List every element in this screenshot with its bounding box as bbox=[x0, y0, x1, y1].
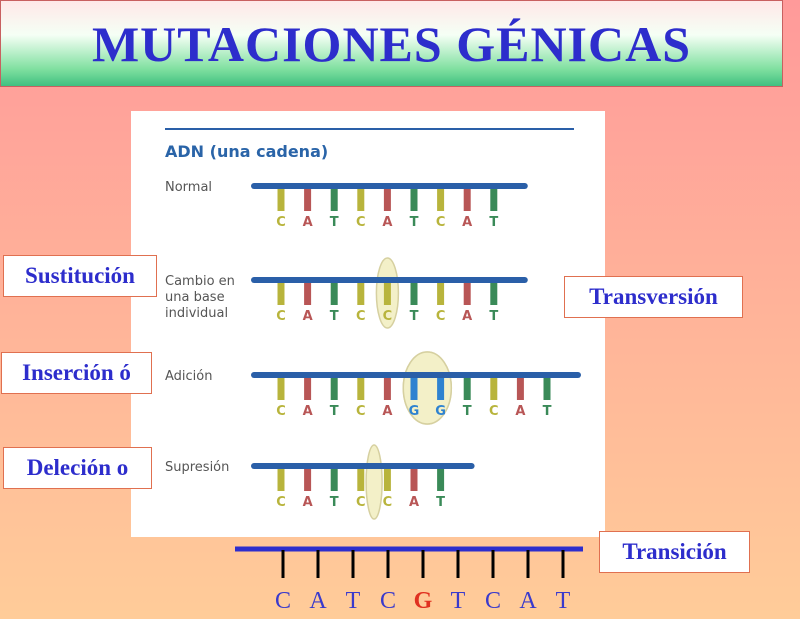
base-bar-A bbox=[463, 283, 471, 305]
base-letter-T: T bbox=[463, 404, 472, 419]
base-letter-G: G bbox=[435, 404, 446, 419]
base-bar-C bbox=[277, 469, 285, 491]
base-bar-A bbox=[304, 283, 312, 305]
base-bar-C bbox=[277, 189, 285, 211]
label-transversion: Transversión bbox=[564, 276, 743, 318]
bottom-base-letter: T bbox=[345, 588, 361, 614]
base-bar-C bbox=[357, 469, 365, 491]
base-bar-C bbox=[357, 189, 365, 211]
label-insercion: Inserción ó bbox=[1, 352, 152, 394]
base-letter-A: A bbox=[409, 495, 419, 510]
base-letter-T: T bbox=[330, 215, 339, 230]
base-bar-C bbox=[357, 378, 365, 400]
base-bar-T bbox=[330, 469, 338, 491]
base-bar-T bbox=[410, 189, 418, 211]
base-letter-A: A bbox=[382, 404, 392, 419]
base-letter-C: C bbox=[276, 309, 286, 324]
base-bar-C bbox=[277, 378, 285, 400]
highlight-ellipse bbox=[402, 351, 453, 425]
bottom-base-letter: T bbox=[450, 588, 466, 614]
base-letter-T: T bbox=[330, 309, 339, 324]
base-bar-T bbox=[490, 189, 498, 211]
label-delecion: Deleción o bbox=[3, 447, 152, 489]
diagram-heading: ADN (una cadena) bbox=[165, 142, 329, 161]
base-bar-C bbox=[490, 378, 498, 400]
base-bar-C bbox=[277, 283, 285, 305]
bottom-base-letter: C bbox=[274, 588, 291, 614]
base-letter-A: A bbox=[303, 495, 313, 510]
bottom-base-letter: T bbox=[555, 588, 571, 614]
bottom-base-letter: C bbox=[484, 588, 501, 614]
label-sustitucion: Sustitución bbox=[3, 255, 157, 297]
base-bar-T bbox=[330, 189, 338, 211]
base-letter-C: C bbox=[276, 495, 286, 510]
base-bar-G bbox=[437, 378, 445, 400]
base-letter-C: C bbox=[356, 215, 366, 230]
base-bar-A bbox=[463, 189, 471, 211]
base-letter-C: C bbox=[276, 215, 286, 230]
base-letter-T: T bbox=[410, 215, 419, 230]
base-letter-T: T bbox=[436, 495, 445, 510]
base-letter-G: G bbox=[409, 404, 420, 419]
base-letter-C: C bbox=[276, 404, 286, 419]
slide-title: MUTACIONES GÉNICAS bbox=[0, 0, 783, 87]
base-bar-A bbox=[410, 469, 418, 491]
title-text: MUTACIONES GÉNICAS bbox=[91, 15, 692, 72]
base-letter-C: C bbox=[383, 309, 393, 324]
base-letter-T: T bbox=[489, 309, 498, 324]
row-label-adicion: Adición bbox=[165, 369, 213, 384]
base-bar-G bbox=[410, 378, 418, 400]
base-bar-T bbox=[463, 378, 471, 400]
base-letter-C: C bbox=[356, 404, 366, 419]
base-bar-A bbox=[516, 378, 524, 400]
bottom-base-letter: C bbox=[379, 588, 396, 614]
base-bar-A bbox=[304, 189, 312, 211]
base-letter-T: T bbox=[330, 404, 339, 419]
base-letter-C: C bbox=[436, 309, 446, 324]
row-label-supresion: Supresión bbox=[165, 460, 230, 475]
mutated-base-letter: G bbox=[413, 588, 433, 614]
base-bar-A bbox=[383, 189, 391, 211]
base-letter-T: T bbox=[489, 215, 498, 230]
base-bar-T bbox=[410, 283, 418, 305]
base-letter-C: C bbox=[436, 215, 446, 230]
row-label-cambio: Cambio en una base individual bbox=[165, 274, 235, 321]
base-letter-C: C bbox=[356, 309, 366, 324]
base-bar-A bbox=[304, 378, 312, 400]
base-letter-T: T bbox=[543, 404, 552, 419]
base-letter-C: C bbox=[489, 404, 499, 419]
base-letter-A: A bbox=[462, 215, 472, 230]
base-bar-C bbox=[357, 283, 365, 305]
label-transicion: Transición bbox=[599, 531, 750, 573]
base-letter-A: A bbox=[303, 309, 313, 324]
base-letter-A: A bbox=[303, 404, 313, 419]
bottom-base-letter: A bbox=[309, 588, 327, 614]
base-bar-C bbox=[383, 283, 391, 305]
base-bar-A bbox=[304, 469, 312, 491]
bottom-base-letter: A bbox=[519, 588, 537, 614]
base-letter-C: C bbox=[356, 495, 366, 510]
base-bar-T bbox=[490, 283, 498, 305]
base-letter-A: A bbox=[462, 309, 472, 324]
base-bar-T bbox=[330, 378, 338, 400]
base-bar-A bbox=[383, 378, 391, 400]
base-bar-T bbox=[543, 378, 551, 400]
base-bar-C bbox=[383, 469, 391, 491]
base-bar-T bbox=[330, 283, 338, 305]
base-bar-C bbox=[437, 283, 445, 305]
base-bar-T bbox=[437, 469, 445, 491]
base-letter-T: T bbox=[330, 495, 339, 510]
base-bar-C bbox=[437, 189, 445, 211]
base-letter-A: A bbox=[515, 404, 525, 419]
row-label-normal: Normal bbox=[165, 180, 213, 195]
base-letter-T: T bbox=[410, 309, 419, 324]
base-letter-A: A bbox=[303, 215, 313, 230]
base-letter-C: C bbox=[383, 495, 393, 510]
base-letter-A: A bbox=[382, 215, 392, 230]
